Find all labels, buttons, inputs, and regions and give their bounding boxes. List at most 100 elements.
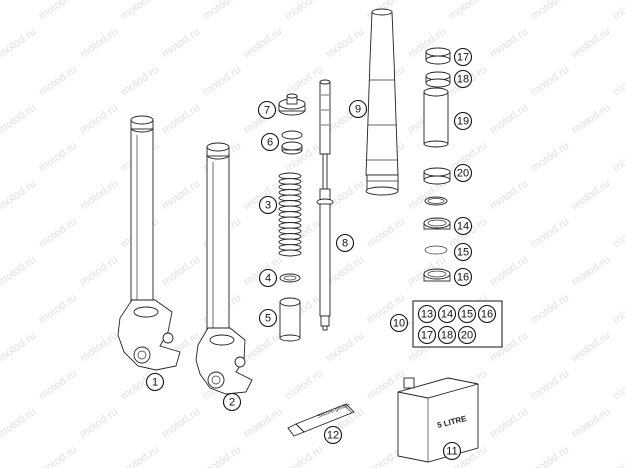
watermark-text: motod.ru: [160, 102, 202, 137]
watermark-text: motod.ru: [160, 178, 202, 213]
kit-item-16: 16: [477, 304, 497, 324]
callout-8: 8: [335, 233, 355, 253]
watermark-text: motod.ru: [488, 254, 530, 289]
svg-text:4: 4: [265, 273, 271, 285]
callout-10: 10: [389, 313, 409, 333]
kit-item-15: 15: [457, 304, 477, 324]
kit-item-20: 20: [457, 325, 477, 345]
spacer-tube-part: [279, 297, 301, 342]
callout-9: 9: [348, 99, 368, 119]
watermark-text: motod.ru: [529, 140, 571, 175]
watermark-text: motod.ru: [37, 292, 79, 327]
dust-seal-16-part: [423, 268, 451, 282]
watermark-text: motod.ru: [488, 102, 530, 137]
watermark-text: motod.ru: [37, 444, 79, 468]
svg-text:6: 6: [267, 137, 273, 149]
watermark-text: motod.ru: [0, 26, 38, 61]
watermark-text: motod.ru: [529, 444, 571, 468]
watermark-text: motod.ru: [0, 178, 38, 213]
watermark-text: motod.ru: [201, 64, 243, 99]
watermark-text: motod.ru: [119, 444, 161, 468]
watermark-text: motod.ru: [37, 216, 79, 251]
callout-18: 18: [453, 69, 473, 89]
watermark-text: motod.ru: [160, 254, 202, 289]
bushing-17-part: [425, 47, 451, 65]
callout-16: 16: [453, 267, 473, 287]
kit-item-13: 13: [417, 304, 437, 324]
callout-7: 7: [257, 100, 277, 120]
watermark-text: motod.ru: [37, 0, 79, 22]
watermark-text: motod.ru: [611, 368, 625, 403]
svg-text:15: 15: [461, 309, 473, 321]
watermark-text: motod.ru: [611, 292, 625, 327]
watermark-text: motod.ru: [529, 0, 571, 22]
watermark-text: motod.ru: [78, 178, 120, 213]
watermark-text: motod.ru: [0, 254, 38, 289]
watermark-text: motod.ru: [37, 368, 79, 403]
watermark-text: motod.ru: [611, 0, 625, 22]
svg-text:18: 18: [457, 74, 469, 86]
watermark-text: motod.ru: [324, 330, 366, 365]
outer-tube-part: [365, 8, 399, 196]
svg-text:16: 16: [457, 272, 469, 284]
watermark-text: motod.ru: [570, 254, 612, 289]
watermark-text: motod.ru: [529, 368, 571, 403]
watermark-text: motod.ru: [242, 330, 284, 365]
fork-leg-right: [195, 142, 253, 395]
svg-text:20: 20: [461, 330, 473, 342]
callout-6: 6: [260, 132, 280, 152]
watermark-text: motod.ru: [283, 444, 325, 468]
fork-leg-left: [117, 115, 181, 371]
watermark-text: motod.ru: [283, 64, 325, 99]
callout-20: 20: [453, 163, 473, 183]
watermark-text: motod.ru: [488, 26, 530, 61]
oil-canister-part: 5 LITRE: [397, 377, 479, 463]
watermark-text: motod.ru: [570, 178, 612, 213]
callout-14: 14: [453, 216, 473, 236]
watermark-text: motod.ru: [37, 140, 79, 175]
svg-text:5: 5: [265, 313, 271, 325]
seal-ring-13-part: [424, 196, 448, 206]
callout-4: 4: [258, 268, 278, 288]
circlip-15-part: [424, 245, 448, 255]
callout-5: 5: [258, 308, 278, 328]
svg-text:17: 17: [457, 52, 469, 64]
bushing-20-part: [423, 167, 451, 185]
svg-text:3: 3: [265, 200, 271, 212]
watermark-text: motod.ru: [78, 330, 120, 365]
callout-11: 11: [442, 441, 462, 461]
svg-text:19: 19: [457, 116, 469, 128]
watermark-text: motod.ru: [78, 254, 120, 289]
svg-text:9: 9: [355, 104, 361, 116]
spring-coil: [278, 249, 302, 257]
watermark-text: motod.ru: [529, 64, 571, 99]
watermark-text: motod.ru: [242, 406, 284, 441]
watermark-text: motod.ru: [488, 406, 530, 441]
svg-text:1: 1: [152, 377, 158, 389]
watermark-text: motod.ru: [611, 140, 625, 175]
watermark-text: motod.ru: [0, 330, 38, 365]
svg-text:11: 11: [446, 446, 457, 458]
kit-item-14: 14: [437, 304, 457, 324]
watermark-text: motod.ru: [119, 0, 161, 22]
watermark-text: motod.ru: [488, 178, 530, 213]
svg-text:12: 12: [327, 430, 339, 442]
watermark-text: motod.ru: [283, 0, 325, 22]
washer-part: [279, 273, 301, 283]
svg-text:16: 16: [481, 309, 493, 321]
grease-tube-part: Silicone grease: [287, 402, 355, 437]
watermark-text: motod.ru: [242, 26, 284, 61]
watermark-text: motod.ru: [611, 216, 625, 251]
bushing-18-part: [425, 71, 451, 88]
watermark-text: motod.ru: [611, 444, 625, 468]
watermark-text: motod.ru: [570, 406, 612, 441]
watermark-text: motod.ru: [78, 406, 120, 441]
watermark-text: motod.ru: [119, 64, 161, 99]
watermark-text: motod.ru: [365, 216, 407, 251]
watermark-text: motod.ru: [611, 64, 625, 99]
watermark-text: motod.ru: [529, 216, 571, 251]
callout-15: 15: [453, 242, 473, 262]
